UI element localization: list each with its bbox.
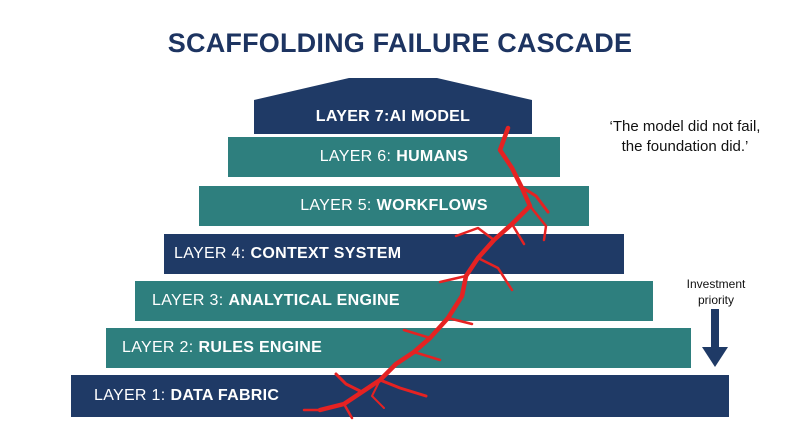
layer-2: LAYER 2:RULES ENGINE [106,328,691,368]
layer-6: LAYER 6:HUMANS [228,137,560,177]
layer-1: LAYER 1:DATA FABRIC [71,375,729,417]
roof-shape [254,78,532,134]
diagram-title: SCAFFOLDING FAILURE CASCADE [167,28,633,58]
down-arrow-icon [702,309,728,367]
investment-priority-label: Investment priority [686,277,746,307]
quote-text: ‘The model did not fail, the foundation … [609,118,761,155]
layer-3: LAYER 3:ANALYTICAL ENGINE [135,281,653,321]
layer-5: LAYER 5:WORKFLOWS [199,186,589,226]
layer-7: LAYER 7:AI MODEL [254,78,532,134]
layer-7-label: LAYER 7:AI MODEL [315,107,471,125]
layer-4: LAYER 4:CONTEXT SYSTEM [164,234,624,274]
